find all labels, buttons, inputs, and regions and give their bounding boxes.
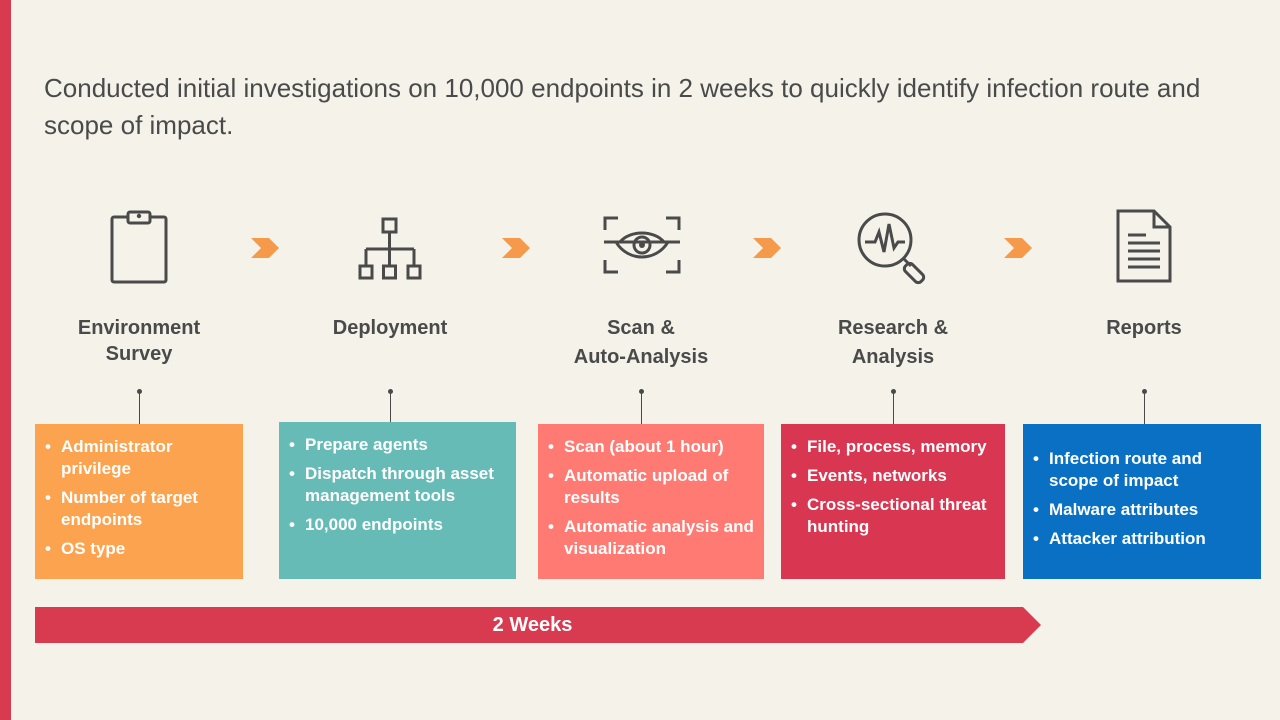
clipboard-icon — [108, 208, 170, 286]
connector-dot — [137, 389, 142, 394]
list-item: Automatic analysis and visualization — [548, 516, 754, 560]
headline: Conducted initial investigations on 10,0… — [44, 73, 1201, 140]
timeline-label: 2 Weeks — [492, 614, 573, 636]
step-title-deployment: Deployment — [332, 317, 448, 339]
connector-dot — [388, 389, 393, 394]
accent-bar — [0, 0, 11, 720]
connector-line — [893, 393, 894, 424]
list-item: Attacker attribution — [1033, 528, 1251, 550]
chevron-right-icon — [502, 238, 530, 258]
connector-line — [390, 393, 391, 424]
connector-dot — [891, 389, 896, 394]
document-icon — [1114, 207, 1174, 285]
list-item: Dispatch through asset management tools — [289, 463, 506, 507]
list-item: Cross-sectional threat hunting — [791, 494, 995, 538]
chevron-right-icon — [1004, 238, 1032, 258]
detail-box-survey: Administrator privilege Number of target… — [35, 424, 243, 579]
list-item: Prepare agents — [289, 434, 506, 456]
list-item: Infection route and scope of impact — [1033, 448, 1251, 492]
list-item: File, process, memory — [791, 436, 995, 458]
chevron-right-icon — [251, 238, 279, 258]
step-title-research: Research &Analysis — [837, 317, 949, 368]
detail-box-scan: Scan (about 1 hour) Automatic upload of … — [538, 424, 764, 579]
step-title-scan: Scan &Auto-Analysis — [573, 317, 709, 368]
list-item: Malware attributes — [1033, 499, 1251, 521]
detail-box-reports: Infection route and scope of impact Malw… — [1023, 424, 1261, 579]
detail-box-research: File, process, memory Events, networks C… — [781, 424, 1005, 579]
connector-dot — [639, 389, 644, 394]
timeline-arrow — [35, 607, 1041, 643]
magnifier-pulse-icon — [853, 208, 933, 286]
list-item: Administrator privilege — [45, 436, 233, 480]
eye-scan-icon — [602, 214, 682, 276]
connector-line — [641, 393, 642, 424]
list-item: OS type — [45, 538, 233, 560]
connector-line — [139, 393, 140, 424]
list-item: Number of target endpoints — [45, 487, 233, 531]
detail-box-deployment: Prepare agents Dispatch through asset ma… — [279, 422, 516, 579]
list-item: Scan (about 1 hour) — [548, 436, 754, 458]
connector-line — [1144, 393, 1145, 424]
step-title-reports: Reports — [1106, 317, 1182, 339]
list-item: 10,000 endpoints — [289, 514, 506, 536]
connector-dot — [1142, 389, 1147, 394]
hierarchy-icon — [358, 216, 422, 282]
list-item: Automatic upload of results — [548, 465, 754, 509]
chevron-right-icon — [753, 238, 781, 258]
list-item: Events, networks — [791, 465, 995, 487]
